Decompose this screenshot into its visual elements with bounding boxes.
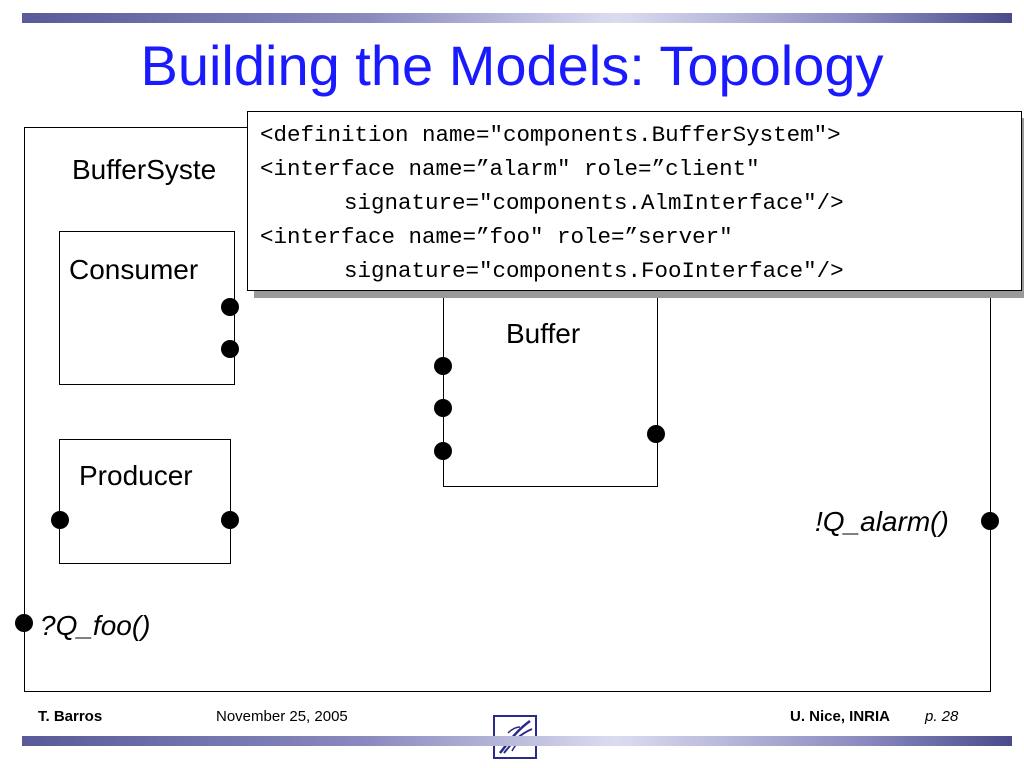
buffer-interface-port-right — [647, 425, 665, 443]
producer-label: Producer — [79, 460, 193, 491]
code-line: signature="components.AlmInterface"/> — [344, 190, 844, 216]
footer-institution: U. Nice, INRIA — [790, 708, 891, 725]
code-line: <interface name=”foo" role=”server" — [260, 224, 733, 250]
buffer-interface-port-2 — [434, 399, 452, 417]
consumer-label: Consumer — [69, 254, 199, 285]
adl-code-box: <definition name="components.BufferSyste… — [247, 111, 1022, 291]
bottom-decorative-bar — [22, 736, 1012, 746]
consumer-interface-port-1 — [221, 298, 239, 316]
alarm-interface-port — [981, 512, 999, 530]
producer-interface-port-left — [51, 511, 69, 529]
alarm-interface-label: !Q_alarm() — [815, 506, 949, 537]
code-line: <definition name="components.BufferSyste… — [260, 122, 841, 148]
foo-interface-port — [15, 614, 33, 632]
footer-page-number: p. 28 — [925, 708, 959, 725]
code-line: signature="components.FooInterface"/> — [344, 258, 844, 284]
foo-interface-label: ?Q_foo() — [40, 610, 151, 641]
buffer-system-label: BufferSyste — [72, 154, 217, 185]
footer-author: T. Barros — [38, 708, 103, 725]
buffer-component — [443, 290, 658, 487]
top-decorative-bar — [22, 13, 1012, 23]
producer-interface-port-right — [221, 511, 239, 529]
footer-date: November 25, 2005 — [216, 708, 348, 725]
buffer-interface-port-1 — [434, 357, 452, 375]
buffer-label: Buffer — [506, 318, 581, 349]
producer-component — [59, 439, 231, 564]
buffer-interface-port-3 — [434, 442, 452, 460]
consumer-interface-port-2 — [221, 340, 239, 358]
code-line: <interface name=”alarm" role=”client" — [260, 156, 760, 182]
consumer-component — [59, 231, 235, 385]
slide-title: Building the Models: Topology — [140, 34, 884, 97]
